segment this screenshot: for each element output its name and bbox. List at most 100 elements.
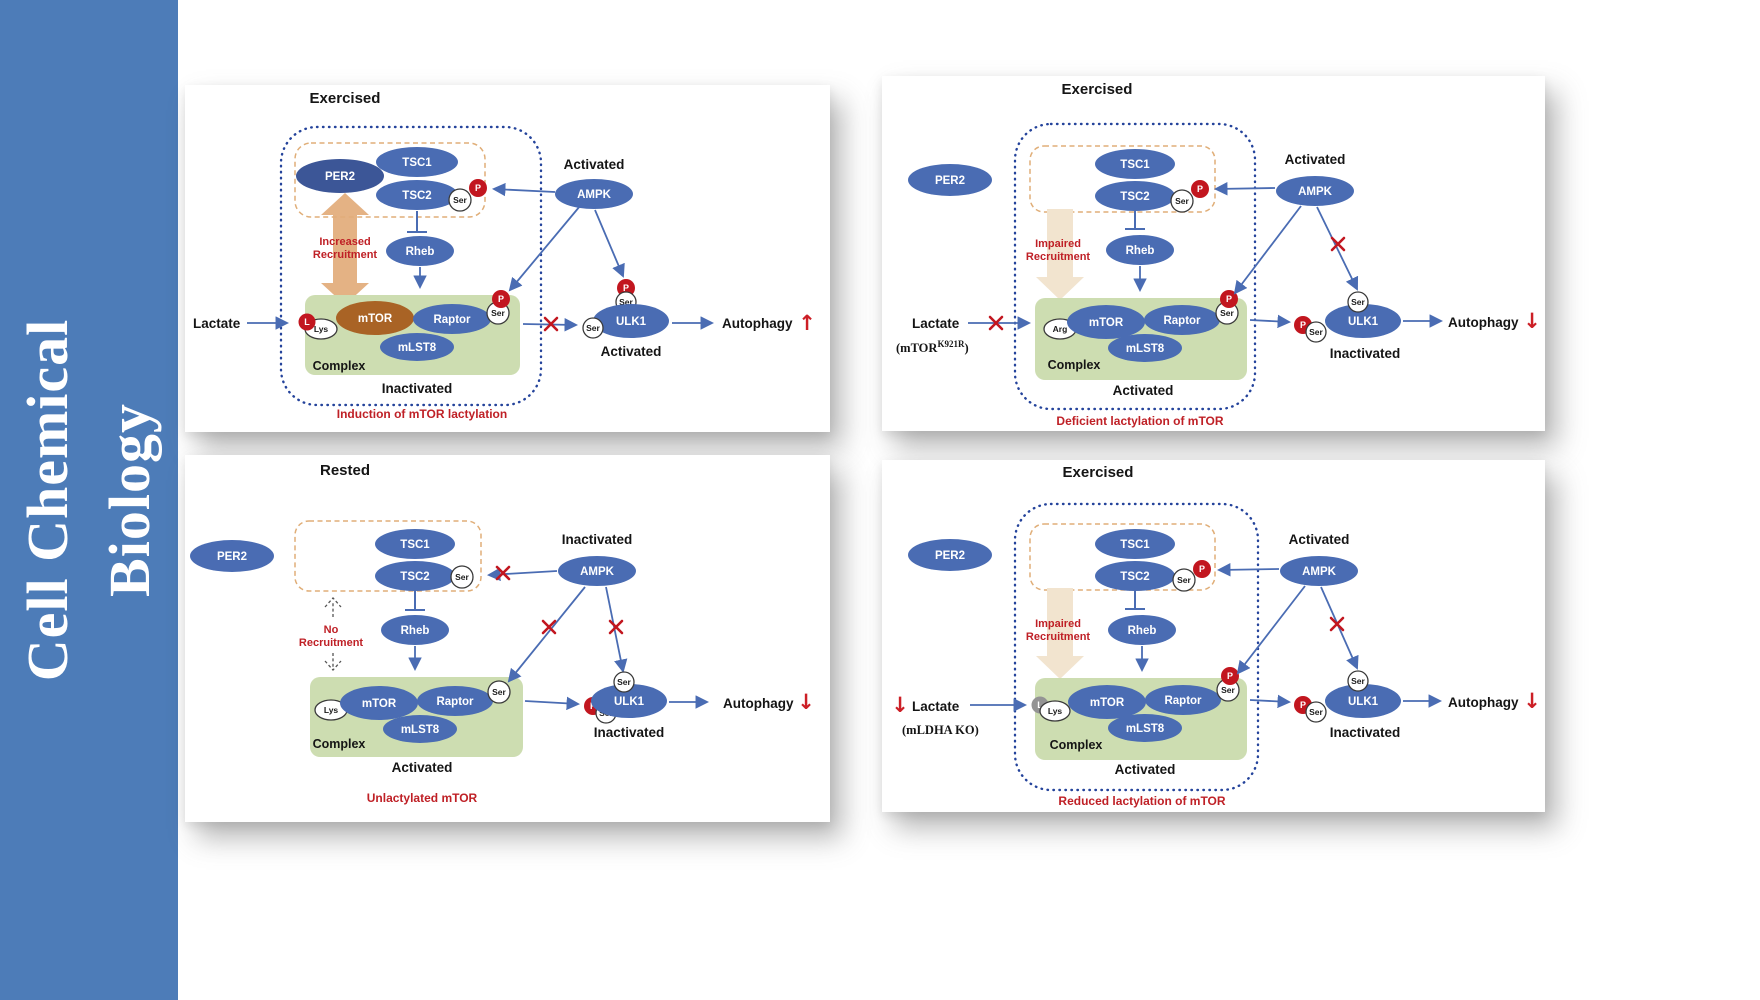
arrow-complex-to-ulk1 bbox=[524, 696, 581, 711]
rheb-node: Rheb bbox=[1106, 235, 1174, 265]
svg-text:Ser: Ser bbox=[586, 323, 600, 333]
panel-rested-unlactylated: Rested PER2 TSC1 TSC2 Ser Inactivated bbox=[185, 455, 830, 822]
svg-text:Ser: Ser bbox=[1309, 327, 1323, 337]
rheb-label: Rheb bbox=[1128, 625, 1157, 637]
ampk-state-label: Activated bbox=[564, 157, 625, 172]
lactyl-badge: L bbox=[298, 313, 316, 331]
per2-node: PER2 bbox=[908, 539, 992, 571]
ampk-node: AMPK bbox=[1280, 556, 1358, 586]
per2-label: PER2 bbox=[217, 551, 247, 563]
svg-text:P: P bbox=[1227, 671, 1233, 681]
complex-label: Complex bbox=[313, 737, 366, 751]
arrow-ampk-to-complex bbox=[508, 205, 581, 292]
per2-node: PER2 bbox=[190, 540, 274, 572]
ulk1-node: ULK1 bbox=[1325, 304, 1401, 338]
svg-text:Ser: Ser bbox=[1175, 196, 1189, 206]
dashed-down-arrow bbox=[324, 653, 342, 671]
lactate-note: (mTORK921R) bbox=[896, 339, 969, 355]
ampk-node: AMPK bbox=[555, 179, 633, 209]
panel-title: Exercised bbox=[310, 90, 381, 107]
svg-text:P: P bbox=[1300, 700, 1306, 710]
autophagy-label: Autophagy bbox=[1448, 695, 1519, 710]
red-x-mark bbox=[1329, 616, 1345, 632]
mlst8-label: mLST8 bbox=[401, 724, 440, 736]
phospho-badge: P bbox=[1220, 290, 1238, 308]
tsc2-label: TSC2 bbox=[402, 190, 431, 202]
complex-state-label: Inactivated bbox=[382, 381, 453, 396]
mlst8-label: mLST8 bbox=[1126, 723, 1165, 735]
mlst8-node: mLST8 bbox=[383, 715, 457, 743]
svg-text:Ser: Ser bbox=[492, 687, 506, 697]
svg-text:P: P bbox=[498, 294, 504, 304]
inhibition-bar-tsc2-rheb bbox=[405, 591, 425, 611]
ampk-node: AMPK bbox=[1276, 176, 1354, 206]
recruitment-arrow bbox=[1036, 588, 1084, 679]
svg-text:P: P bbox=[1197, 184, 1203, 194]
red-x-mark bbox=[543, 316, 559, 332]
svg-text:Arg: Arg bbox=[1053, 324, 1068, 334]
arrow-ampk-to-complex bbox=[1233, 205, 1302, 295]
ser-site-badge: Ser bbox=[582, 317, 604, 339]
ser-site-badge: Ser bbox=[448, 188, 472, 212]
arrow-ampk-to-complex bbox=[507, 586, 586, 683]
ser-site-badge: Ser bbox=[1305, 321, 1327, 343]
autophagy-direction-arrow: ↓ bbox=[1523, 689, 1541, 713]
mtor-label: mTOR bbox=[358, 313, 393, 325]
mtor-node: mTOR bbox=[1067, 305, 1145, 339]
panel-caption: Reduced lactylation of mTOR bbox=[1058, 794, 1225, 808]
rheb-node: Rheb bbox=[386, 236, 454, 266]
raptor-label: Raptor bbox=[1163, 315, 1201, 327]
raptor-label: Raptor bbox=[1164, 695, 1202, 707]
lactate-note: (mLDHA KO) bbox=[902, 723, 979, 737]
rheb-node: Rheb bbox=[1108, 615, 1176, 645]
phospho-badge: P bbox=[1221, 667, 1239, 685]
svg-text:Lys: Lys bbox=[324, 705, 339, 715]
ulk1-state-label: Activated bbox=[601, 344, 662, 359]
ulk1-state-label: Inactivated bbox=[1330, 725, 1401, 740]
ser-site-badge: Ser bbox=[1347, 670, 1369, 692]
lys-site-badge: Lys bbox=[1039, 700, 1071, 722]
rheb-label: Rheb bbox=[401, 625, 430, 637]
recruitment-text-line1: Impaired bbox=[1035, 238, 1081, 250]
arrow-ampk-to-complex bbox=[1236, 585, 1306, 675]
raptor-label: Raptor bbox=[433, 314, 471, 326]
per2-label: PER2 bbox=[935, 175, 965, 187]
svg-text:Ser: Ser bbox=[1177, 575, 1191, 585]
panel-exercised-induction: Exercised Increased Recruitment PER2 TSC… bbox=[185, 85, 830, 432]
rheb-node: Rheb bbox=[381, 615, 449, 645]
complex-state-label: Activated bbox=[1113, 383, 1174, 398]
ser-site-badge: Ser bbox=[1347, 291, 1369, 313]
autophagy-label: Autophagy bbox=[723, 696, 794, 711]
ulk1-label: ULK1 bbox=[1348, 696, 1379, 708]
phospho-badge: P bbox=[492, 290, 510, 308]
per2-node: PER2 bbox=[908, 164, 992, 196]
raptor-node: Raptor bbox=[1145, 685, 1221, 715]
tsc1-label: TSC1 bbox=[1120, 539, 1150, 551]
rheb-label: Rheb bbox=[406, 246, 435, 258]
svg-text:P: P bbox=[623, 283, 629, 293]
ulk1-node: ULK1 bbox=[1325, 684, 1401, 718]
svg-text:Ser: Ser bbox=[1351, 297, 1365, 307]
mlst8-node: mLST8 bbox=[1108, 714, 1182, 742]
tsc1-node: TSC1 bbox=[1095, 149, 1175, 179]
red-x-mark bbox=[988, 315, 1004, 331]
complex-label: Complex bbox=[1048, 358, 1101, 372]
per2-tsc-dashed-box bbox=[1029, 145, 1216, 213]
autophagy-direction-arrow: ↓ bbox=[1523, 309, 1541, 333]
autophagy-direction-arrow: ↓ bbox=[797, 690, 815, 714]
arrow-ampk-to-ulk1 bbox=[1316, 206, 1359, 291]
arrow-ampk-to-tsc2 bbox=[1216, 563, 1280, 577]
per2-tsc-dashed-box bbox=[294, 142, 486, 218]
raptor-node: Raptor bbox=[1144, 305, 1220, 335]
ampk-state-label: Inactivated bbox=[562, 532, 633, 547]
tsc2-node: TSC2 bbox=[376, 180, 458, 210]
ulk1-label: ULK1 bbox=[614, 696, 645, 708]
tsc1-label: TSC1 bbox=[1120, 159, 1150, 171]
panel-title: Rested bbox=[320, 462, 370, 479]
ulk1-state-label: Inactivated bbox=[1330, 346, 1401, 361]
red-x-mark bbox=[495, 565, 511, 581]
ser-site-badge: Ser bbox=[450, 565, 474, 589]
phospho-badge: P bbox=[469, 179, 487, 197]
mlst8-node: mLST8 bbox=[380, 333, 454, 361]
tsc1-node: TSC1 bbox=[1095, 529, 1175, 559]
